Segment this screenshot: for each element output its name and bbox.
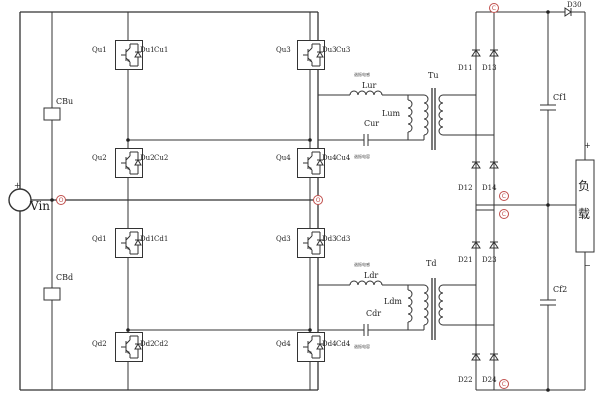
svg-text:C: C: [502, 381, 506, 388]
lower-switches: Qd1 Dd1 Cd1 Qd2 Dd2 Cd2 Qd3 Dd3 Cd3 Qd4 …: [92, 228, 351, 362]
upper-switches: Qu1 Du1 Cu1 Qu2 Du2 Cu2 Qu3 Du3 Cu3 Qu4 …: [92, 40, 351, 178]
cf2-label: Cf2: [553, 285, 567, 294]
load-char-2: 载: [578, 207, 590, 221]
switch-qd3: Qd3 Dd3 Cd3: [276, 228, 350, 258]
cd2-label: Cd2: [154, 340, 168, 348]
node-markers: O O C C C C: [56, 3, 509, 389]
d24-label: D24: [482, 376, 497, 384]
load-char-1: 负: [578, 179, 590, 193]
dd1-label: Dd1: [140, 235, 155, 243]
d21-label: D21: [458, 256, 473, 264]
qu2-label: Qu2: [92, 154, 107, 162]
node-marker-top: C: [489, 3, 499, 13]
qd2-label: Qd2: [92, 340, 107, 348]
lum-label: Lum: [382, 109, 400, 118]
tu-label: Tu: [428, 71, 439, 80]
node-marker-d14: C: [499, 191, 509, 201]
node-marker-bridge-mid: O: [313, 195, 323, 205]
qd4-label: Qd4: [276, 340, 291, 348]
d12-label: D12: [458, 184, 473, 192]
node-marker-vin-mid: O: [56, 195, 66, 205]
du2-label: Du2: [140, 154, 155, 162]
switch-qd1: Qd1 Dd1 Cd1: [92, 228, 168, 258]
cu4-label: Cu4: [336, 154, 351, 162]
node-marker-mid: C: [499, 209, 509, 219]
junction-dots: [50, 10, 550, 392]
qd1-label: Qd1: [92, 235, 107, 243]
cbd-label: CBd: [56, 273, 73, 282]
cbu-label: CBu: [56, 97, 73, 106]
svg-text:C: C: [502, 211, 506, 218]
upper-cap-note: 谐振电容: [354, 153, 370, 159]
svg-text:C: C: [492, 5, 496, 12]
d14-label: D14: [482, 184, 497, 192]
lower-cap-note: 谐振电容: [354, 343, 370, 349]
ldr-label: Ldr: [364, 271, 378, 280]
dd3-label: Dd3: [322, 235, 337, 243]
cd1-label: Cd1: [154, 235, 168, 243]
qu1-label: Qu1: [92, 46, 107, 54]
upper-rectifier: D11 D13 D12 D14: [458, 11, 565, 200]
du3-label: Du3: [322, 46, 337, 54]
svg-text:O: O: [59, 197, 64, 204]
vin-source: Vin +: [8, 160, 50, 213]
cu2-label: Cu2: [154, 154, 168, 162]
cur-label: Cur: [364, 119, 379, 128]
dd4-label: Dd4: [322, 340, 337, 348]
d22-label: D22: [458, 376, 473, 384]
output-midpoint-bus: [475, 200, 585, 210]
switch-qu4: Qu4 Du4 Cu4: [276, 148, 351, 178]
upper-inductor-note: 谐振电感: [354, 71, 370, 77]
lur-label: Lur: [362, 81, 376, 90]
d13-label: D13: [482, 64, 497, 72]
lower-rectifier: D21 D23 D22 D24: [458, 209, 585, 391]
cd3-label: Cd3: [336, 235, 350, 243]
switch-qd2: Qd2 Dd2 Cd2: [92, 332, 168, 362]
dd2-label: Dd2: [140, 340, 155, 348]
cu3-label: Cu3: [336, 46, 350, 54]
d11-label: D11: [458, 64, 473, 72]
ldm-label: Ldm: [384, 297, 402, 306]
vin-label: Vin: [29, 199, 50, 213]
vin-plus-sign: +: [14, 181, 21, 190]
du4-label: Du4: [322, 154, 337, 162]
load-plus-sign: +: [584, 141, 591, 150]
qd3-label: Qd3: [276, 235, 291, 243]
svg-text:O: O: [316, 197, 321, 204]
du1-label: Du1: [140, 46, 155, 54]
cdr-label: Cdr: [366, 309, 381, 318]
switch-qu1: Qu1 Du1 Cu1: [92, 40, 168, 70]
cu1-label: Cu1: [154, 46, 168, 54]
lower-inductor-note: 谐振电感: [354, 261, 370, 267]
node-marker-bottom: C: [499, 379, 509, 389]
td-label: Td: [426, 259, 436, 268]
switch-qu2: Qu2 Du2 Cu2: [92, 148, 168, 178]
qu3-label: Qu3: [276, 46, 291, 54]
bridge-legs: [127, 12, 311, 390]
svg-text:C: C: [502, 193, 506, 200]
d30-label: D30: [567, 1, 582, 9]
switch-qu3: Qu3 Du3 Cu3: [276, 40, 350, 70]
d23-label: D23: [482, 256, 497, 264]
qu4-label: Qu4: [276, 154, 291, 162]
load-minus-sign: −: [584, 261, 591, 270]
upper-resonant-tank: Lur 谐振电感 Cur 谐振电容 Lum Tu: [318, 71, 494, 159]
cf1-label: Cf1: [553, 93, 567, 102]
lower-resonant-tank: Ldr 谐振电感 Cdr 谐振电容 Ldm Td: [318, 259, 494, 349]
output-stage: D30 Cf1 Cf2 负 载 + −: [540, 1, 595, 390]
switch-qd4: Qd4 Dd4 Cd4: [276, 332, 351, 362]
dc-link-capacitors: CBu CBd: [43, 12, 73, 390]
cd4-label: Cd4: [336, 340, 351, 348]
